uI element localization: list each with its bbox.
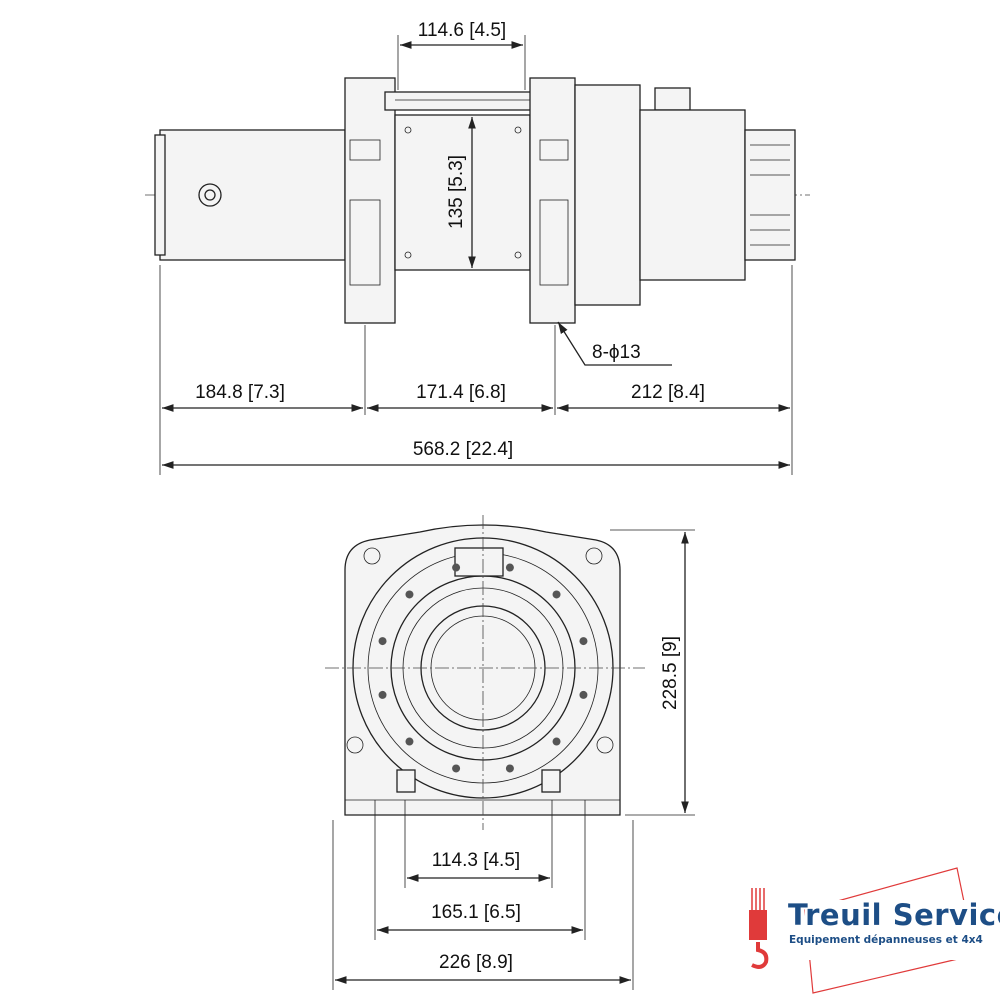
treuil-service-logo: Treuil Service Equipement dépanneuses et… [740, 868, 1000, 993]
dim-inner-bolt: 114.3 [4.5] [432, 850, 520, 871]
dim-drum-width: 114.6 [4.5] [418, 20, 506, 41]
hook-icon [751, 888, 765, 910]
dim-mount-spacing: 171.4 [6.8] [416, 382, 506, 403]
bolt-icon [405, 737, 414, 746]
logo-graphic [749, 867, 980, 994]
dim-right-section: 212 [8.4] [631, 382, 705, 403]
bolt-icon [405, 590, 414, 599]
gear-housing [639, 109, 746, 281]
brake-cap [744, 129, 796, 261]
dim-drum-diameter: 135 [5.3] [446, 155, 467, 229]
dim-height: 228.5 [9] [660, 636, 681, 710]
gearbox [574, 84, 641, 306]
left-bracket [344, 77, 396, 324]
dim-left-section: 184.8 [7.3] [195, 382, 285, 403]
right-bracket [529, 77, 576, 324]
bolt-icon [505, 563, 514, 572]
end-view: 228.5 [9] 114.3 [4.5] 165.1 [6.5] 226 [8… [325, 515, 695, 990]
bolt-icon [378, 690, 387, 699]
bolt-icon [552, 737, 561, 746]
bolt-icon [552, 590, 561, 599]
bolt-icon [505, 764, 514, 773]
bolt-icon [452, 764, 461, 773]
top-view: 114.6 [4.5] 135 [5.3] 8-ϕ13 184.8 [7.3] … [145, 20, 810, 475]
motor [159, 129, 346, 261]
logo-tagline: Equipement dépanneuses et 4x4 [789, 934, 983, 946]
motor-terminal-icon [198, 183, 222, 207]
dim-base-width: 226 [8.9] [439, 952, 513, 973]
bolt-icon [579, 690, 588, 699]
bolt-icon [579, 637, 588, 646]
dim-overall-length: 568.2 [22.4] [413, 439, 513, 460]
dim-outer-bolt: 165.1 [6.5] [431, 902, 521, 923]
dim-holes: 8-ϕ13 [592, 342, 641, 363]
drum [394, 114, 531, 271]
bolt-icon [378, 637, 387, 646]
bolt-icon [452, 563, 461, 572]
logo-name: Treuil Service [788, 898, 1000, 932]
